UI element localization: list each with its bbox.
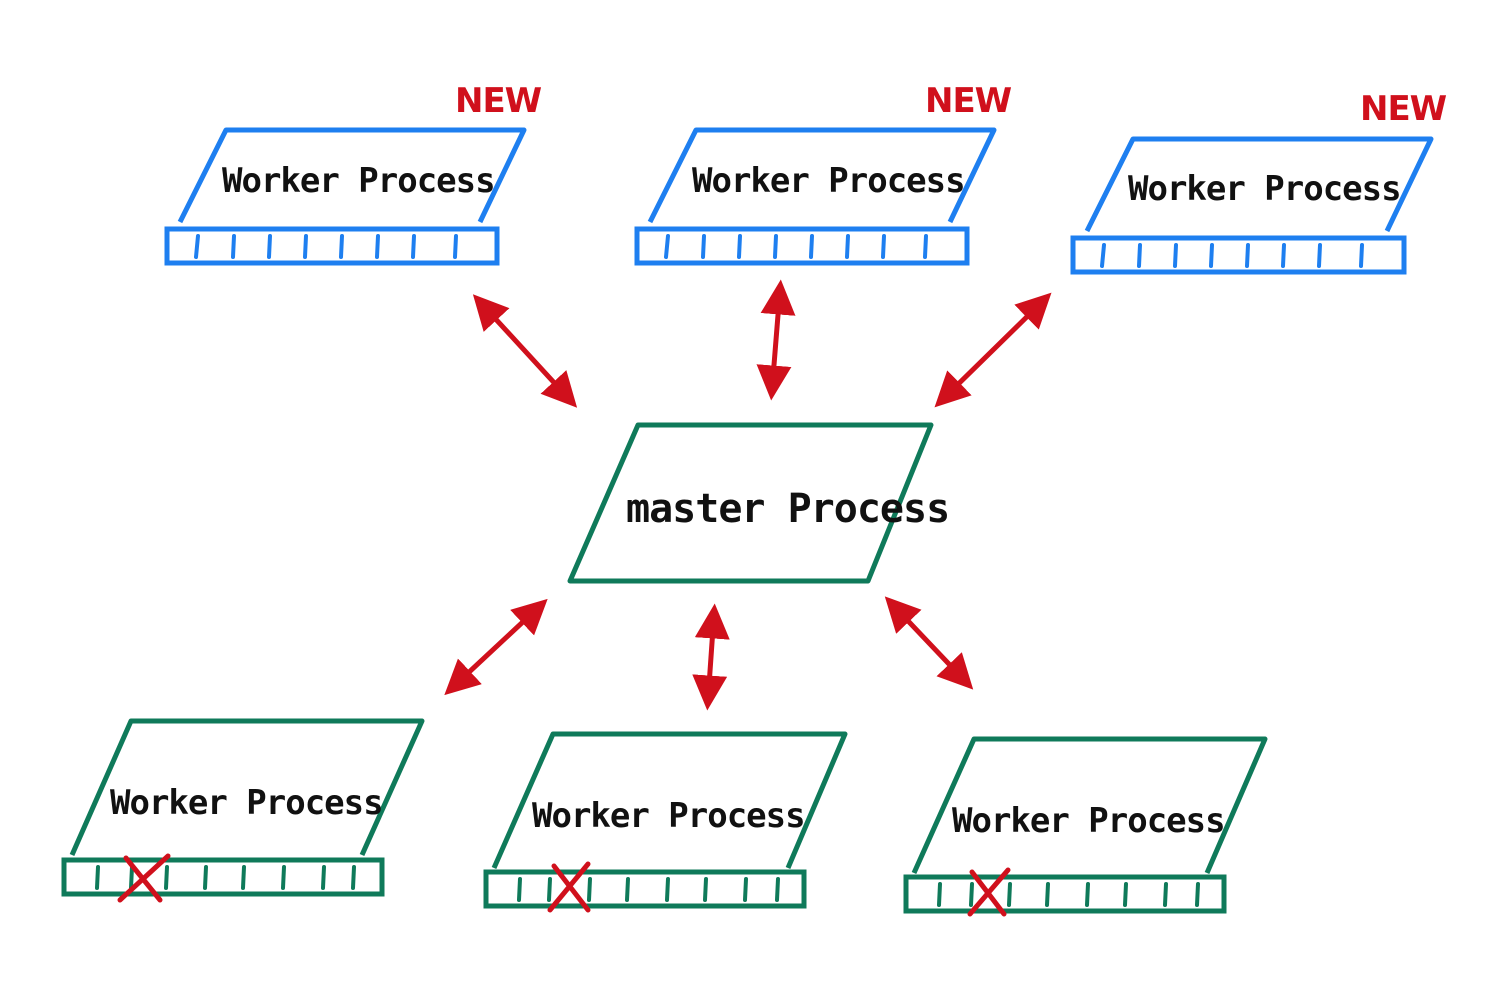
worker-body (177, 127, 527, 224)
crossed-slot-x (117, 853, 171, 903)
master-process: master Process (567, 422, 950, 584)
old-worker-process-2: Worker Process (483, 731, 848, 913)
worker-body (647, 127, 997, 224)
arrow-master-new-worker-2 (756, 279, 796, 401)
arrow-master-new-worker-3 (934, 292, 1052, 408)
queue-slots (937, 882, 1200, 907)
worker-label: Worker Process (110, 783, 383, 823)
new-worker-process-2: Worker Process NEW (634, 81, 1013, 266)
queue-slots (664, 234, 928, 259)
arrow-master-old-worker-1 (444, 598, 548, 696)
worker-queue (61, 857, 385, 897)
arrow-master-new-worker-1 (472, 294, 578, 408)
queue-slots (95, 865, 356, 890)
worker-label: Worker Process (952, 801, 1225, 841)
new-worker-process-3: Worker Process NEW (1070, 89, 1448, 275)
worker-body (911, 736, 1268, 875)
worker-queue (1070, 235, 1407, 275)
master-label: master Process (626, 486, 949, 532)
worker-label: Worker Process (692, 161, 965, 201)
old-worker-process-3: Worker Process (903, 736, 1268, 917)
arrows (444, 279, 1052, 711)
queue-slots (517, 877, 780, 902)
worker-queue (164, 226, 500, 266)
queue-slots (1100, 243, 1364, 268)
old-worker-process-1: Worker Process (61, 718, 425, 903)
new-worker-process-1: Worker Process NEW (164, 81, 543, 266)
crossed-slot-x (547, 861, 591, 913)
worker-label: Worker Process (532, 796, 805, 836)
arrow-master-old-worker-3 (884, 596, 974, 690)
new-tag: NEW (1360, 89, 1447, 129)
crossed-slot-x (967, 867, 1011, 917)
new-tag: NEW (925, 81, 1012, 121)
worker-body (1084, 136, 1434, 233)
master-body (567, 422, 934, 584)
worker-label: Worker Process (222, 161, 495, 201)
worker-body (69, 718, 425, 857)
worker-queue (903, 874, 1227, 914)
worker-queue (634, 226, 970, 266)
queue-slots (194, 234, 458, 259)
new-tag: NEW (455, 81, 542, 121)
worker-body (491, 731, 848, 870)
arrow-master-old-worker-2 (692, 603, 730, 711)
worker-queue (483, 869, 807, 909)
worker-label: Worker Process (1128, 169, 1401, 209)
